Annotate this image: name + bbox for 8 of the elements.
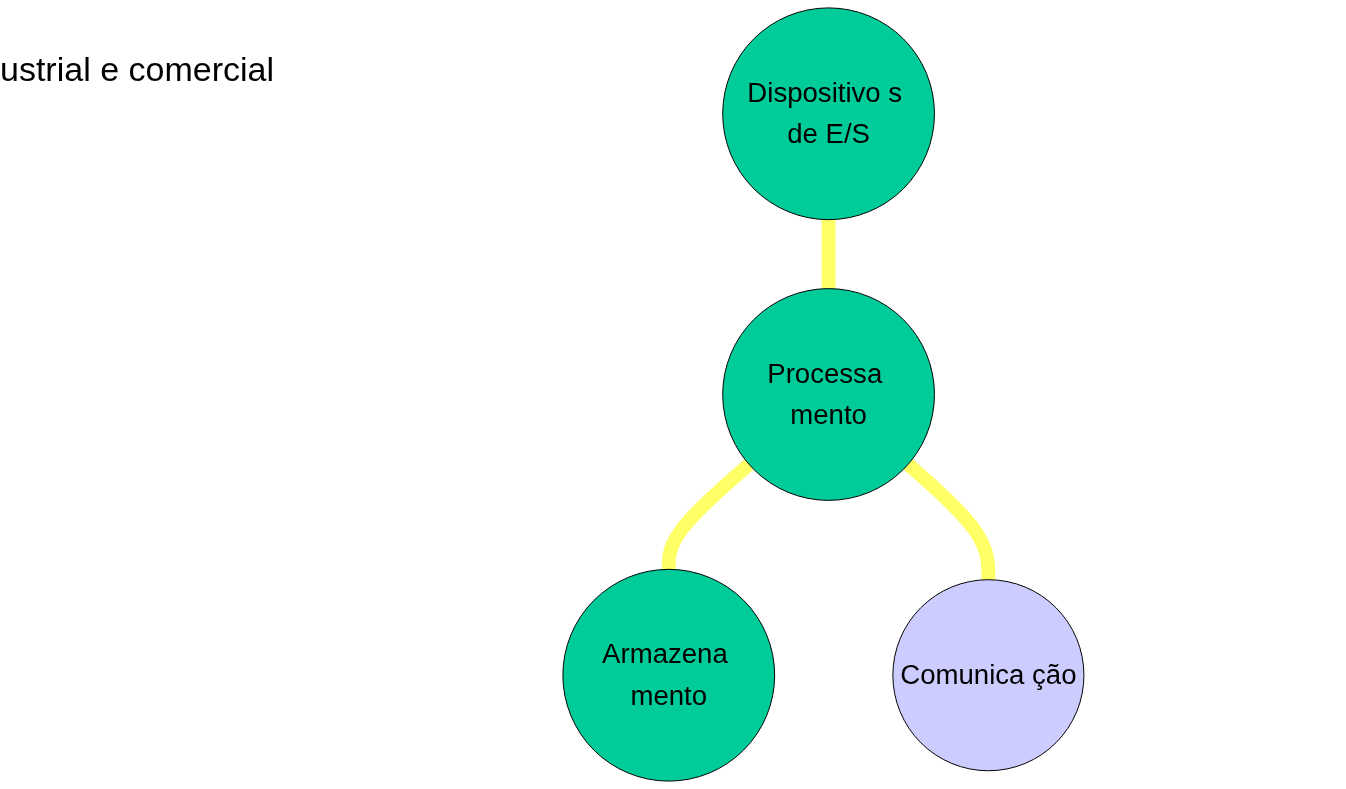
connector [661, 459, 754, 571]
node-circle: Armazena mento [561, 568, 775, 782]
node-circle: Comunica ção [891, 579, 1085, 772]
node-circle: Dispositivo s de E/S [721, 7, 935, 221]
connector [821, 218, 836, 290]
node-circle: Processa mento [721, 288, 935, 501]
connector [903, 459, 995, 580]
note-text: ustrial e comercial [0, 50, 274, 89]
